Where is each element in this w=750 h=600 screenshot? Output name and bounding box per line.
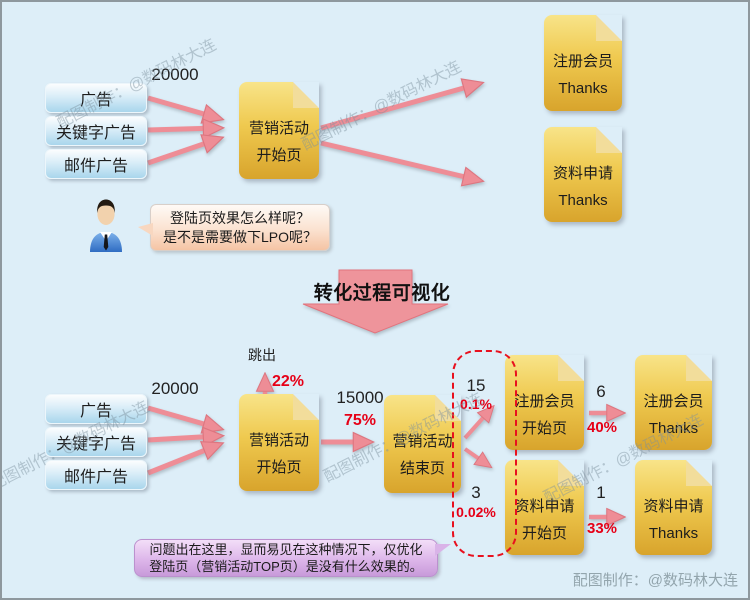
to-end-rate: 75% (343, 412, 377, 429)
doc-label-line1: 营销活动 (248, 120, 309, 137)
doc-campaign-start-top: 营销活动 开始页 (239, 82, 319, 179)
doc-label-line1: 营销活动 (392, 433, 453, 450)
apply-count: 3 (471, 483, 481, 502)
doc-label-line1: 注册会员 (643, 393, 704, 410)
doc-label-line1: 注册会员 (514, 393, 575, 410)
arrow-end-to-apply-start (463, 447, 488, 465)
arrow-start-to-apply-top (320, 140, 478, 180)
person-head (97, 203, 115, 225)
note-line1: 问题出在这里，显而易见在这种情况下，仅优化 (149, 542, 423, 557)
register-thanks-count: 6 (596, 382, 606, 401)
highlight-dashed-zone (452, 350, 517, 557)
doc-label-line2: Thanks (648, 420, 699, 437)
doc-label-line2: 开始页 (256, 459, 302, 476)
arrow-keyword-to-start-bottom (147, 436, 218, 440)
source-box-mail-bottom: 邮件广告 (45, 460, 147, 490)
doc-label-line1: 资料申请 (643, 498, 704, 515)
top-visits-count: 20000 (151, 65, 199, 84)
bottom-visits-count: 20000 (151, 379, 199, 398)
arrow-mail-to-start-bottom (147, 445, 218, 476)
credit-text: 配图制作：@数码林大连 (572, 572, 738, 589)
source-box-keyword-bottom: 关键字广告 (45, 427, 147, 457)
person-hair (97, 199, 115, 213)
apply-thanks-rate: 33% (586, 520, 618, 537)
note-line2: 登陆页（营销活动TOP页）是没有什么效果的。 (149, 559, 423, 574)
source-label: 邮件广告 (63, 158, 128, 175)
register-count: 15 (466, 376, 486, 395)
apply-rate: 0.02% (456, 504, 496, 520)
doc-label-line2: 开始页 (256, 147, 302, 164)
doc-register-start: 注册会员 开始页 (505, 355, 584, 450)
person-tie (103, 234, 109, 251)
source-box-ads-bottom: 广告 (45, 394, 147, 424)
person-avatar (86, 198, 126, 257)
doc-label-line2: Thanks (558, 192, 608, 209)
doc-label-line2: 结束页 (399, 460, 445, 477)
source-label: 关键字广告 (55, 125, 136, 142)
big-down-arrow (302, 269, 449, 334)
doc-label-line1: 资料申请 (552, 165, 613, 182)
doc-campaign-start-bottom: 营销活动 开始页 (239, 394, 319, 491)
doc-apply-thanks-top: 资料申请 Thanks (544, 127, 622, 222)
register-thanks-rate: 40% (586, 419, 618, 436)
doc-apply-start: 资料申请 开始页 (505, 460, 584, 555)
section-title: 转化过程可视化 (313, 283, 451, 304)
doc-label-line2: Thanks (648, 525, 699, 542)
doc-register-thanks-top: 注册会员 Thanks (544, 15, 622, 111)
source-box-mail-top: 邮件广告 (45, 149, 147, 179)
source-box-keyword-top: 关键字广告 (45, 116, 147, 146)
doc-label-line2: 开始页 (521, 525, 567, 542)
source-label: 邮件广告 (63, 469, 128, 486)
bounce-rate: 22% (271, 373, 305, 390)
doc-label-line1: 营销活动 (248, 432, 309, 449)
to-end-count: 15000 (336, 388, 384, 407)
doc-label-line1: 注册会员 (552, 53, 613, 70)
source-label: 广告 (79, 403, 112, 420)
arrow-mail-to-start-top (147, 139, 218, 166)
doc-campaign-end: 营销活动 结束页 (384, 395, 461, 493)
question-bubble: 登陆页效果怎么样呢？ 是不是需要做下LPO呢？ (138, 204, 330, 251)
doc-register-thanks-bottom: 注册会员 Thanks (635, 355, 712, 450)
arrow-keyword-to-start-top (147, 128, 218, 130)
question-line2: 是不是需要做下LPO呢？ (162, 228, 317, 245)
bounce-label: 跳出 (248, 347, 276, 363)
note-bubble: 问题出在这里，显而易见在这种情况下，仅优化 登陆页（营销活动TOP页）是没有什么… (134, 539, 451, 577)
source-label: 关键字广告 (55, 436, 136, 453)
apply-thanks-count: 1 (596, 483, 606, 502)
source-box-ads-top: 广告 (45, 83, 147, 113)
doc-apply-thanks-bottom: 资料申请 Thanks (635, 460, 712, 555)
question-line1: 登陆页效果怎么样呢？ (170, 209, 310, 226)
arrow-start-to-register-top (320, 84, 478, 131)
arrow-ads-to-start-top (147, 95, 218, 118)
source-label: 广告 (79, 92, 112, 109)
arrow-ads-to-start-bottom (147, 405, 218, 428)
doc-label-line2: 开始页 (521, 420, 567, 437)
arrow-end-to-register-start (463, 409, 491, 440)
doc-label-line1: 资料申请 (514, 498, 575, 515)
doc-label-line2: Thanks (558, 80, 608, 97)
